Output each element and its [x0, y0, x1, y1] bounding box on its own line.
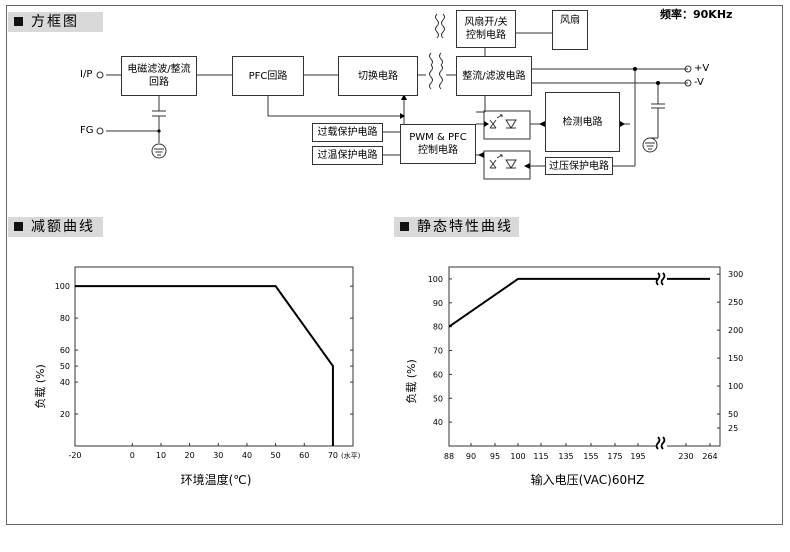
- x-axis-label: 输入电压(VAC)60HZ: [531, 472, 645, 487]
- y-tick-label: 90: [433, 299, 443, 308]
- x-tick-label: 10: [156, 451, 166, 460]
- block-fan-control: 风扇开/关 控制电路: [456, 10, 516, 48]
- section-square-icon: [14, 17, 23, 26]
- axis-break-marker-bottom: [655, 436, 666, 450]
- y-axis-label: 负载 (%): [404, 359, 418, 404]
- x-tick-label: 50: [271, 451, 281, 460]
- block-pwm-pfc: PWM & PFC 控制电路: [400, 124, 476, 164]
- section-header-block-diagram: 方框图: [8, 12, 103, 32]
- block-overvoltage: 过压保护电路: [545, 157, 613, 175]
- block-pfc: PFC回路: [232, 56, 304, 96]
- x-tick-label: 135: [558, 452, 573, 461]
- section-square-icon: [400, 222, 409, 231]
- x-tick-label: 175: [607, 452, 622, 461]
- x-tick-label: 230: [678, 452, 693, 461]
- x-tick-label: 30: [213, 451, 223, 460]
- x-tick-label: 60: [299, 451, 309, 460]
- y2-tick-label: 250: [728, 298, 743, 307]
- page-frame: [6, 5, 783, 525]
- block-fan: 风扇: [552, 10, 588, 50]
- plot-frame: [448, 266, 721, 447]
- y2-tick-label: 150: [728, 354, 743, 363]
- x-tick-suffix: (水平): [341, 451, 361, 460]
- section-title: 减额曲线: [31, 219, 95, 235]
- derating-series-line: [75, 285, 334, 446]
- x-tick-label: 90: [466, 452, 476, 461]
- axis-break-marker-top: [655, 272, 666, 286]
- x-tick-label: 264: [702, 452, 717, 461]
- y2-tick-label: 200: [728, 326, 743, 335]
- x-tick-label: 20: [185, 451, 195, 460]
- block-rectifier: 整流/滤波电路: [456, 56, 532, 96]
- y-tick-label: 40: [433, 418, 443, 427]
- y-tick-label: 100: [428, 275, 443, 284]
- x-tick-label: 0: [130, 451, 135, 460]
- block-switching: 切换电路: [338, 56, 418, 96]
- y-tick-label: 100: [55, 282, 70, 291]
- y2-tick-label: 25: [728, 424, 738, 433]
- block-overtemp: 过温保护电路: [312, 146, 383, 165]
- section-title: 静态特性曲线: [417, 219, 513, 235]
- y2-tick-label: 100: [728, 382, 743, 391]
- block-emi-filter: 电磁滤波/整流 回路: [121, 56, 197, 96]
- y2-tick-label: 300: [728, 270, 743, 279]
- y-axis-label: 负载 (%): [33, 364, 47, 409]
- static-series-line: [448, 277, 710, 328]
- y2-tick-label: 50: [728, 410, 738, 419]
- block-overload: 过载保护电路: [312, 123, 383, 142]
- y-tick-label: 70: [433, 347, 443, 356]
- x-tick-label: 88: [444, 452, 454, 461]
- x-tick-label: 115: [533, 452, 548, 461]
- block-detection: 检测电路: [545, 92, 620, 152]
- x-tick-label: 155: [583, 452, 598, 461]
- port-ground-label: FG: [80, 125, 94, 136]
- y-tick-label: 50: [60, 362, 70, 371]
- x-axis-label: 环境温度(℃): [181, 472, 252, 487]
- port-out-pos-label: +V: [694, 63, 710, 74]
- section-title: 方框图: [31, 14, 79, 30]
- y-tick-label: 50: [433, 394, 443, 403]
- y-tick-label: 40: [60, 378, 70, 387]
- section-header-derating: 减额曲线: [8, 217, 103, 237]
- port-input-label: I/P: [80, 69, 93, 80]
- plot-frame: [74, 266, 354, 447]
- port-out-neg-label: -V: [694, 77, 704, 88]
- section-header-static: 静态特性曲线: [394, 217, 519, 237]
- y-tick-label: 20: [60, 410, 70, 419]
- frequency-label: 频率：90KHz: [660, 8, 733, 21]
- x-tick-label: 40: [242, 451, 252, 460]
- y-tick-label: 80: [60, 314, 70, 323]
- y-tick-label: 60: [433, 370, 443, 379]
- y-tick-label: 60: [60, 346, 70, 355]
- y-tick-label: 80: [433, 323, 443, 332]
- x-tick-label: 195: [630, 452, 645, 461]
- x-tick-label: -20: [68, 451, 81, 460]
- x-tick-label: 95: [490, 452, 500, 461]
- section-square-icon: [14, 222, 23, 231]
- x-tick-label: 100: [510, 452, 525, 461]
- x-tick-label: 70: [328, 451, 338, 460]
